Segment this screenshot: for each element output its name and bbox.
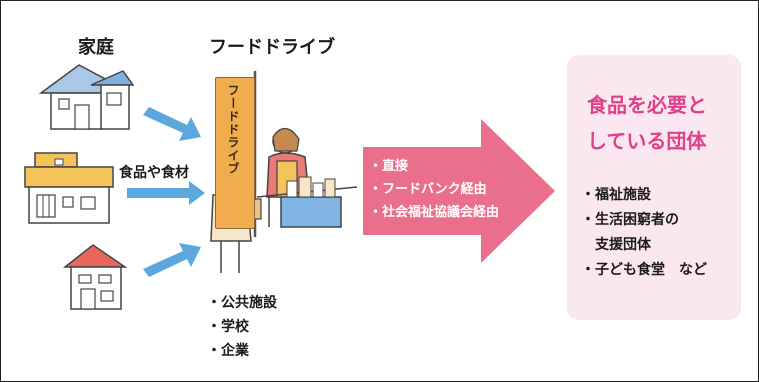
collection-sites-list: ・公共施設 ・学校 ・企業 bbox=[207, 291, 277, 363]
route-item: ・フードバンク経由 bbox=[369, 182, 487, 197]
route-item: ・直接 bbox=[369, 159, 409, 174]
food-drive-flag: フードドライブ bbox=[215, 77, 255, 229]
destination-item: ・生活困窮者の bbox=[581, 212, 679, 228]
destination-item: 支援団体 bbox=[581, 237, 651, 253]
flow-arrow-1-icon bbox=[143, 107, 201, 141]
flag-text: フードドライブ bbox=[226, 84, 240, 175]
house-red-roof-icon bbox=[62, 244, 128, 310]
volunteer-icon bbox=[266, 127, 310, 198]
heading-food-drive: フードドライブ bbox=[209, 37, 335, 58]
destination-title: 食品を必要と している団体 bbox=[587, 87, 707, 159]
destination-item: ・福祉施設 bbox=[581, 187, 651, 203]
destination-panel: 食品を必要と している団体 ・福祉施設 ・生活困窮者の 支援団体 ・子ども食堂 … bbox=[567, 55, 741, 320]
collection-site-item: ・学校 bbox=[207, 319, 249, 335]
destination-title-line: 食品を必要と bbox=[587, 93, 707, 117]
house-yellow-icon bbox=[24, 152, 114, 224]
routes-list: ・直接 ・フードバンク経由 ・社会福祉協議会経由 bbox=[369, 155, 499, 224]
destination-title-line: している団体 bbox=[587, 129, 707, 153]
food-box-icon bbox=[280, 176, 342, 228]
flow-arrow-2-icon bbox=[127, 181, 205, 205]
collection-site-item: ・企業 bbox=[207, 343, 249, 359]
collection-site-item: ・公共施設 bbox=[207, 295, 277, 311]
source-label: 食品や食材 bbox=[119, 165, 189, 181]
route-item: ・社会福祉協議会経由 bbox=[369, 205, 500, 220]
destination-item: ・子ども食堂 など bbox=[581, 262, 707, 278]
house-blue-roof-icon bbox=[38, 64, 135, 130]
flow-arrow-3-icon bbox=[143, 243, 201, 277]
destination-list: ・福祉施設 ・生活困窮者の 支援団体 ・子ども食堂 など bbox=[581, 183, 707, 283]
big-route-arrow-icon bbox=[363, 119, 555, 263]
heading-household: 家庭 bbox=[78, 37, 114, 58]
